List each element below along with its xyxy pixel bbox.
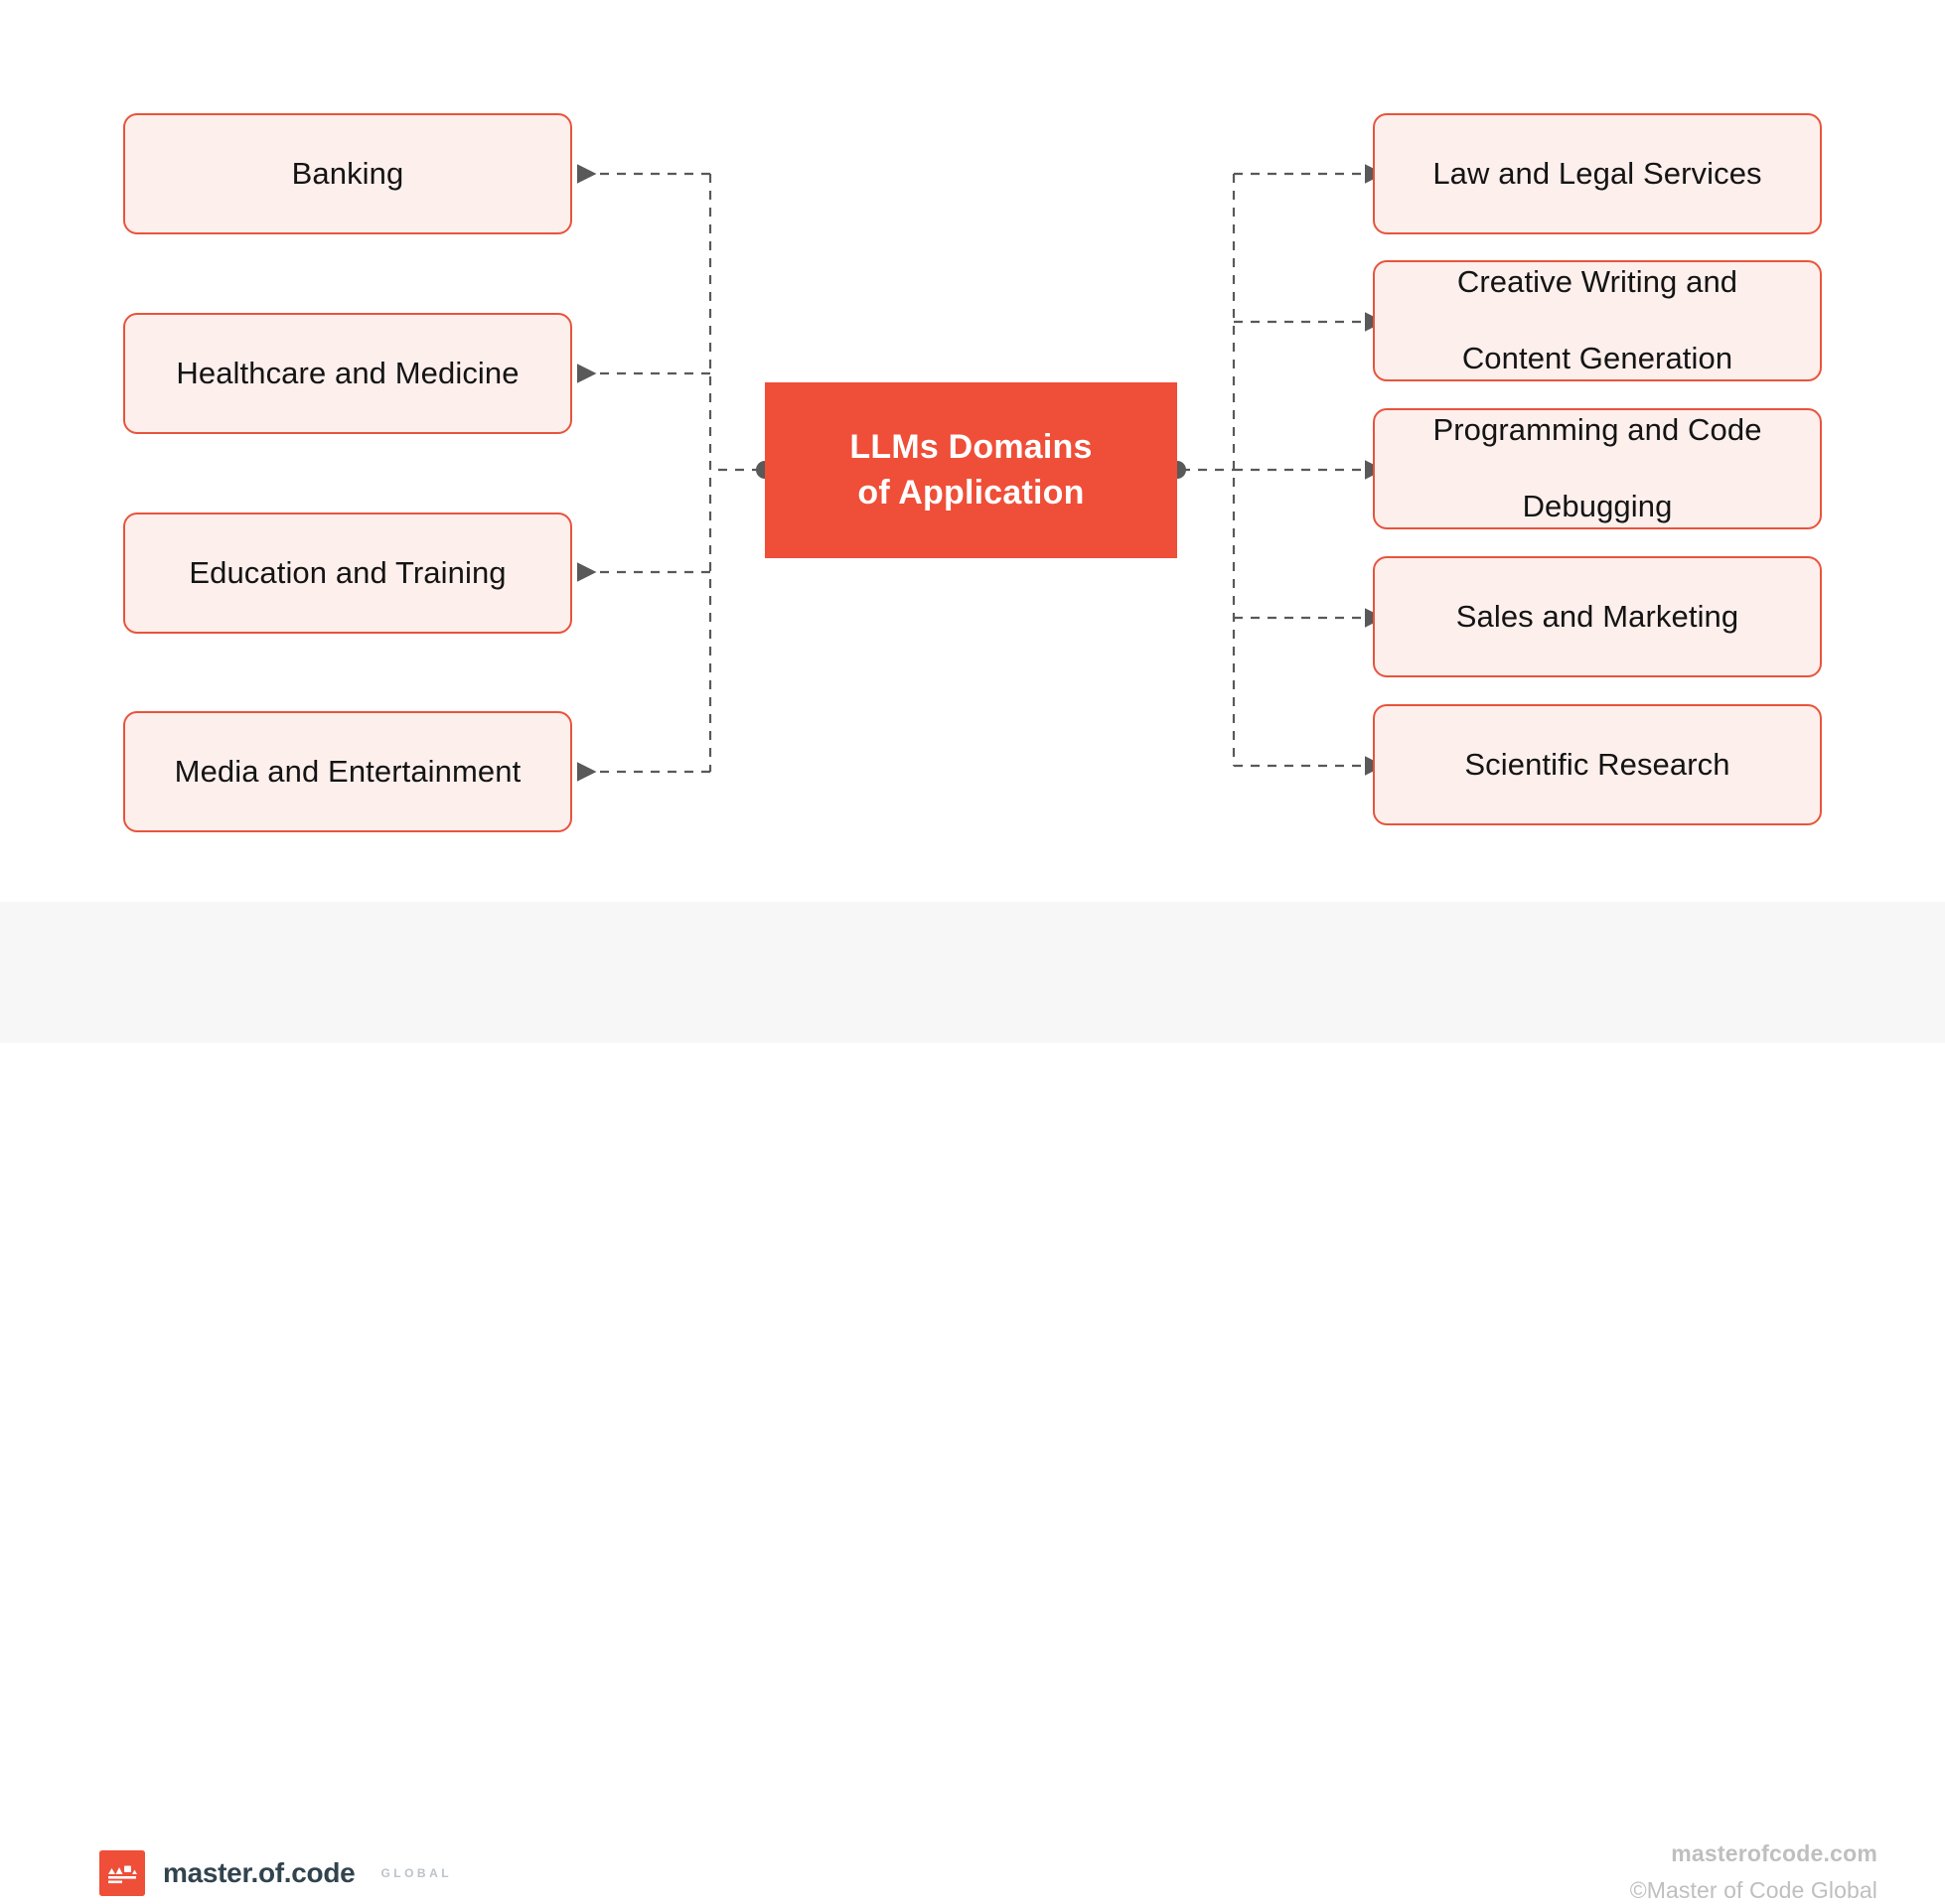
node-programming-line2: Debugging [1522,489,1673,524]
node-law-and-legal-services-label: Law and Legal Services [1432,155,1762,191]
brand-logo[interactable]: master.of.code GLOBAL [99,1850,452,1896]
node-creative-writing-line2: Content Generation [1461,341,1733,376]
node-healthcare-and-medicine[interactable]: Healthcare and Medicine [123,313,572,434]
node-programming-and-code-debugging[interactable]: Programming and Code Debugging [1373,408,1822,529]
node-healthcare-and-medicine-label: Healthcare and Medicine [176,355,520,390]
node-banking[interactable]: Banking [123,113,572,234]
center-node-title: LLMs Domains of Application [849,425,1092,516]
node-scientific-research[interactable]: Scientific Research [1373,704,1822,825]
footer-brand-info: masterofcode.com ©Master of Code Global [1630,1840,1877,1904]
footer: master.of.code GLOBAL masterofcode.com ©… [0,902,1945,1903]
node-scientific-research-label: Scientific Research [1464,746,1730,782]
diagram-canvas: Banking Healthcare and Medicine Educatio… [0,113,1945,1903]
node-creative-writing-and-content-generation-label: Creative Writing and Content Generation [1457,263,1737,378]
node-sales-and-marketing[interactable]: Sales and Marketing [1373,556,1822,677]
copyright-text: ©Master of Code Global [1629,1877,1877,1903]
logo-wordmark: master.of.code [163,1857,356,1888]
node-programming-and-code-debugging-label: Programming and Code Debugging [1432,411,1761,526]
logo-global-tag: GLOBAL [380,1866,453,1880]
site-url[interactable]: masterofcode.com [1671,1840,1877,1866]
master-of-code-logo-icon [99,1850,145,1896]
center-node[interactable]: LLMs Domains of Application [765,382,1177,558]
node-programming-line1: Programming and Code [1432,411,1762,447]
node-creative-writing-and-content-generation[interactable]: Creative Writing and Content Generation [1373,260,1822,381]
node-media-and-entertainment-label: Media and Entertainment [174,753,522,789]
node-creative-writing-line1: Creative Writing and [1456,263,1738,299]
center-node-title-line2: of Application [857,473,1085,512]
node-education-and-training[interactable]: Education and Training [123,513,572,634]
node-banking-label: Banking [291,155,404,191]
node-sales-and-marketing-label: Sales and Marketing [1455,598,1739,634]
node-education-and-training-label: Education and Training [189,554,507,590]
node-law-and-legal-services[interactable]: Law and Legal Services [1373,113,1822,234]
node-media-and-entertainment[interactable]: Media and Entertainment [123,711,572,832]
center-node-title-line1: LLMs Domains [849,427,1093,466]
